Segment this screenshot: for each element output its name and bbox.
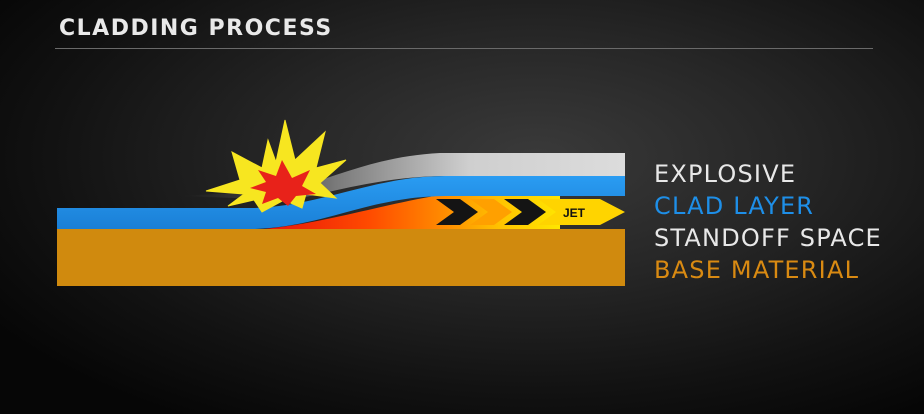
jet-chevron-1 xyxy=(436,199,478,225)
jet-label: JET xyxy=(563,206,586,220)
jet-chevron-3 xyxy=(504,199,546,225)
explosion-burst-icon xyxy=(205,119,347,213)
legend: EXPLOSIVE CLAD LAYER STANDOFF SPACE BASE… xyxy=(654,158,882,286)
legend-base-material: BASE MATERIAL xyxy=(654,256,860,284)
explosive-layer xyxy=(180,153,625,200)
diagram-title: CLADDING PROCESS xyxy=(59,16,333,41)
jet-arrow-icon xyxy=(538,199,625,225)
title-divider xyxy=(55,48,873,49)
legend-explosive: EXPLOSIVE xyxy=(654,160,797,188)
jet-chevron-2 xyxy=(470,199,512,225)
base-material-layer xyxy=(57,229,625,286)
legend-standoff-space: STANDOFF SPACE xyxy=(654,224,882,252)
clad-layer xyxy=(57,176,625,229)
legend-clad-layer: CLAD LAYER xyxy=(654,192,815,220)
